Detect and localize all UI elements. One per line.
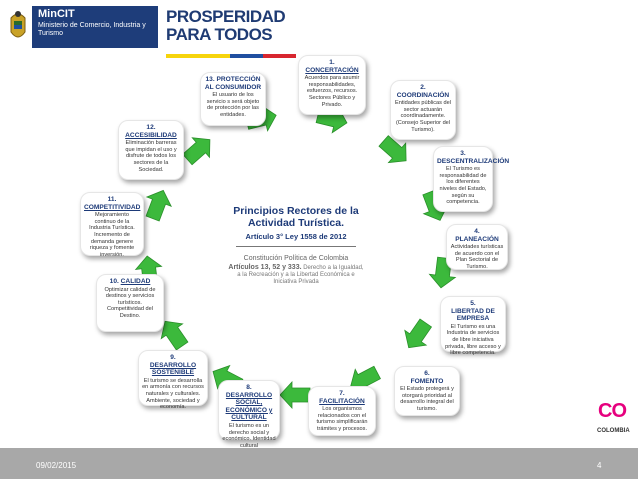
principle-num-title: 13. PROTECCIÓN AL CONSUMIDOR [204, 76, 262, 91]
principle-text: El Turismo es responsabilidad de los dif… [439, 166, 487, 206]
colombia-logo-name: COLOMBIA [597, 428, 630, 434]
principle-num: 11. [107, 196, 117, 203]
principle-title: ACCESIBILIDAD [125, 131, 177, 139]
principle-text: El turismo se desarrolla en armonía con … [142, 377, 204, 411]
principle-box-12: 12. ACCESIBILIDAD Eliminación barreras q… [118, 120, 184, 180]
principle-num: 6. [424, 370, 430, 377]
principle-title: PLANEACIÓN [455, 235, 499, 243]
principle-box-7: 7. FACILITACIÓN Los organismos relaciona… [308, 386, 376, 436]
mincit-box: MinCIT Ministerio de Comercio, Industria… [32, 6, 158, 48]
principle-num: 8. [246, 384, 252, 391]
principle-text: El Turismo es una Industria de servicios… [445, 323, 501, 357]
principle-num: 10. [109, 278, 119, 285]
principle-box-2: 2. COORDINACIÓN Entidades públicas del s… [390, 80, 456, 140]
principle-title: 10. CALIDAD [100, 278, 160, 286]
principle-box-13: 13. PROTECCIÓN AL CONSUMIDOR El usuario … [200, 72, 266, 126]
prosperidad-logo: PROSPERIDAD PARA TODOS [166, 7, 306, 58]
articles-rest: Derecho a la Igualdad, a la Recreación y… [237, 265, 364, 285]
principle-text: Optimizar calidad de destinos y servicio… [104, 286, 156, 319]
principle-title: DESARROLLO SOCIAL, ECONÓMICO y CULTURAL [225, 391, 273, 422]
cycle-arrow-icon [378, 135, 407, 164]
page-number: 4 [597, 461, 602, 470]
principle-title: COMPETITIVIDAD [84, 203, 141, 211]
principle-title-text: PROTECCIÓN AL CONSUMIDOR [204, 76, 262, 91]
principle-title: COORDINACIÓN [396, 91, 450, 99]
center-subtitle: Artículo 3° Ley 1558 de 2012 [245, 232, 347, 241]
principle-text: Entidades públicas del sector actuarán c… [395, 100, 451, 133]
center-divider [236, 246, 356, 247]
colombia-logo: CO COLOMBIA [594, 396, 634, 444]
cycle-arrow-icon [182, 137, 211, 166]
center-title: Principios Rectores de la Actividad Turí… [233, 205, 359, 229]
principle-num: 12. [146, 124, 156, 131]
cycle-arrow-icon [279, 380, 311, 410]
principle-box-10: 10. CALIDAD Optimizar calidad de destino… [96, 274, 164, 332]
principle-box-5: 5. LIBERTAD DE EMPRESA El Turismo es una… [440, 296, 506, 356]
principle-title: FACILITACIÓN [319, 397, 365, 405]
principle-text: Los organismos relacionados con el turis… [316, 406, 368, 432]
principle-title: LIBERTAD DE EMPRESA [451, 307, 495, 323]
constitution-label: Constitución Política de Colombia [243, 255, 349, 262]
principle-box-4: 4. PLANEACIÓN Actividades turísticas de … [446, 224, 508, 270]
principle-box-9: 9. DESARROLLO SOSTENIBLE El turismo se d… [138, 350, 208, 410]
principle-num: 3. [460, 150, 466, 157]
principle-num: 9. [170, 354, 176, 361]
principle-num: 5. [470, 300, 476, 307]
principle-text: Eliminación barreras que impidan el uso … [125, 140, 177, 173]
principle-text: Actividades turísticas de acuerdo con el… [450, 244, 504, 270]
flag-stripe [166, 45, 296, 58]
principle-num: 4. [474, 228, 480, 235]
principle-box-8: 8. DESARROLLO SOCIAL, ECONÓMICO y CULTUR… [218, 380, 280, 455]
footer-bar [0, 448, 638, 479]
principle-title: FOMENTO [410, 377, 444, 385]
articles-text: Artículos 13, 52 y 333. Derecho a la Igu… [226, 264, 366, 286]
principle-title: CONCERTACIÓN [305, 66, 359, 74]
principle-box-1: 1. CONCERTACIÓN Acuerdos para asumir res… [298, 55, 366, 115]
prosperidad-line1: PROSPERIDAD [166, 7, 286, 26]
articles-lead: Artículos 13, 52 y 333. [228, 264, 302, 271]
principle-num: 7. [339, 390, 345, 397]
center-block: Principios Rectores de la Actividad Turí… [226, 205, 366, 310]
cycle-arrow-icon [404, 318, 433, 349]
mincit-logo: MinCIT Ministerio de Comercio, Industria… [8, 6, 158, 50]
coat-of-arms-icon [10, 11, 26, 38]
principle-title: DESARROLLO SOSTENIBLE [149, 361, 197, 377]
principle-box-3: 3. DESCENTRALIZACIÓN El Turismo es respo… [433, 146, 510, 212]
principle-title: DESCENTRALIZACIÓN [437, 157, 510, 165]
mincit-title: MinCIT [38, 8, 75, 20]
principle-box-6: 6. FOMENTO El Estado protegerá y otorgar… [394, 366, 460, 416]
footer-date: 09/02/2015 [36, 461, 77, 470]
colombia-logo-letters: CO [598, 400, 627, 422]
cycle-arrow-icon [160, 320, 189, 351]
mincit-subtitle: Ministerio de Comercio, Industria y Turi… [38, 22, 146, 37]
cycle-arrow-icon [145, 189, 172, 222]
principle-title-text: CALIDAD [120, 278, 151, 285]
principle-text: El Estado protegerá y otorgará prioridad… [400, 386, 454, 412]
principle-num: 2. [420, 84, 426, 91]
principle-text: El usuario de los servicio s será objeto… [206, 92, 260, 118]
principle-num: 13. [205, 76, 215, 83]
principle-text: Mejoramiento continuo de la Industria Tu… [89, 212, 135, 258]
prosperidad-line2: PARA TODOS [166, 25, 273, 44]
principle-num: 1. [329, 59, 335, 66]
principle-text: Acuerdos para asumir responsabilidades, … [304, 75, 360, 108]
principle-box-11: 11. COMPETITIVIDAD Mejoramiento continuo… [80, 192, 144, 258]
